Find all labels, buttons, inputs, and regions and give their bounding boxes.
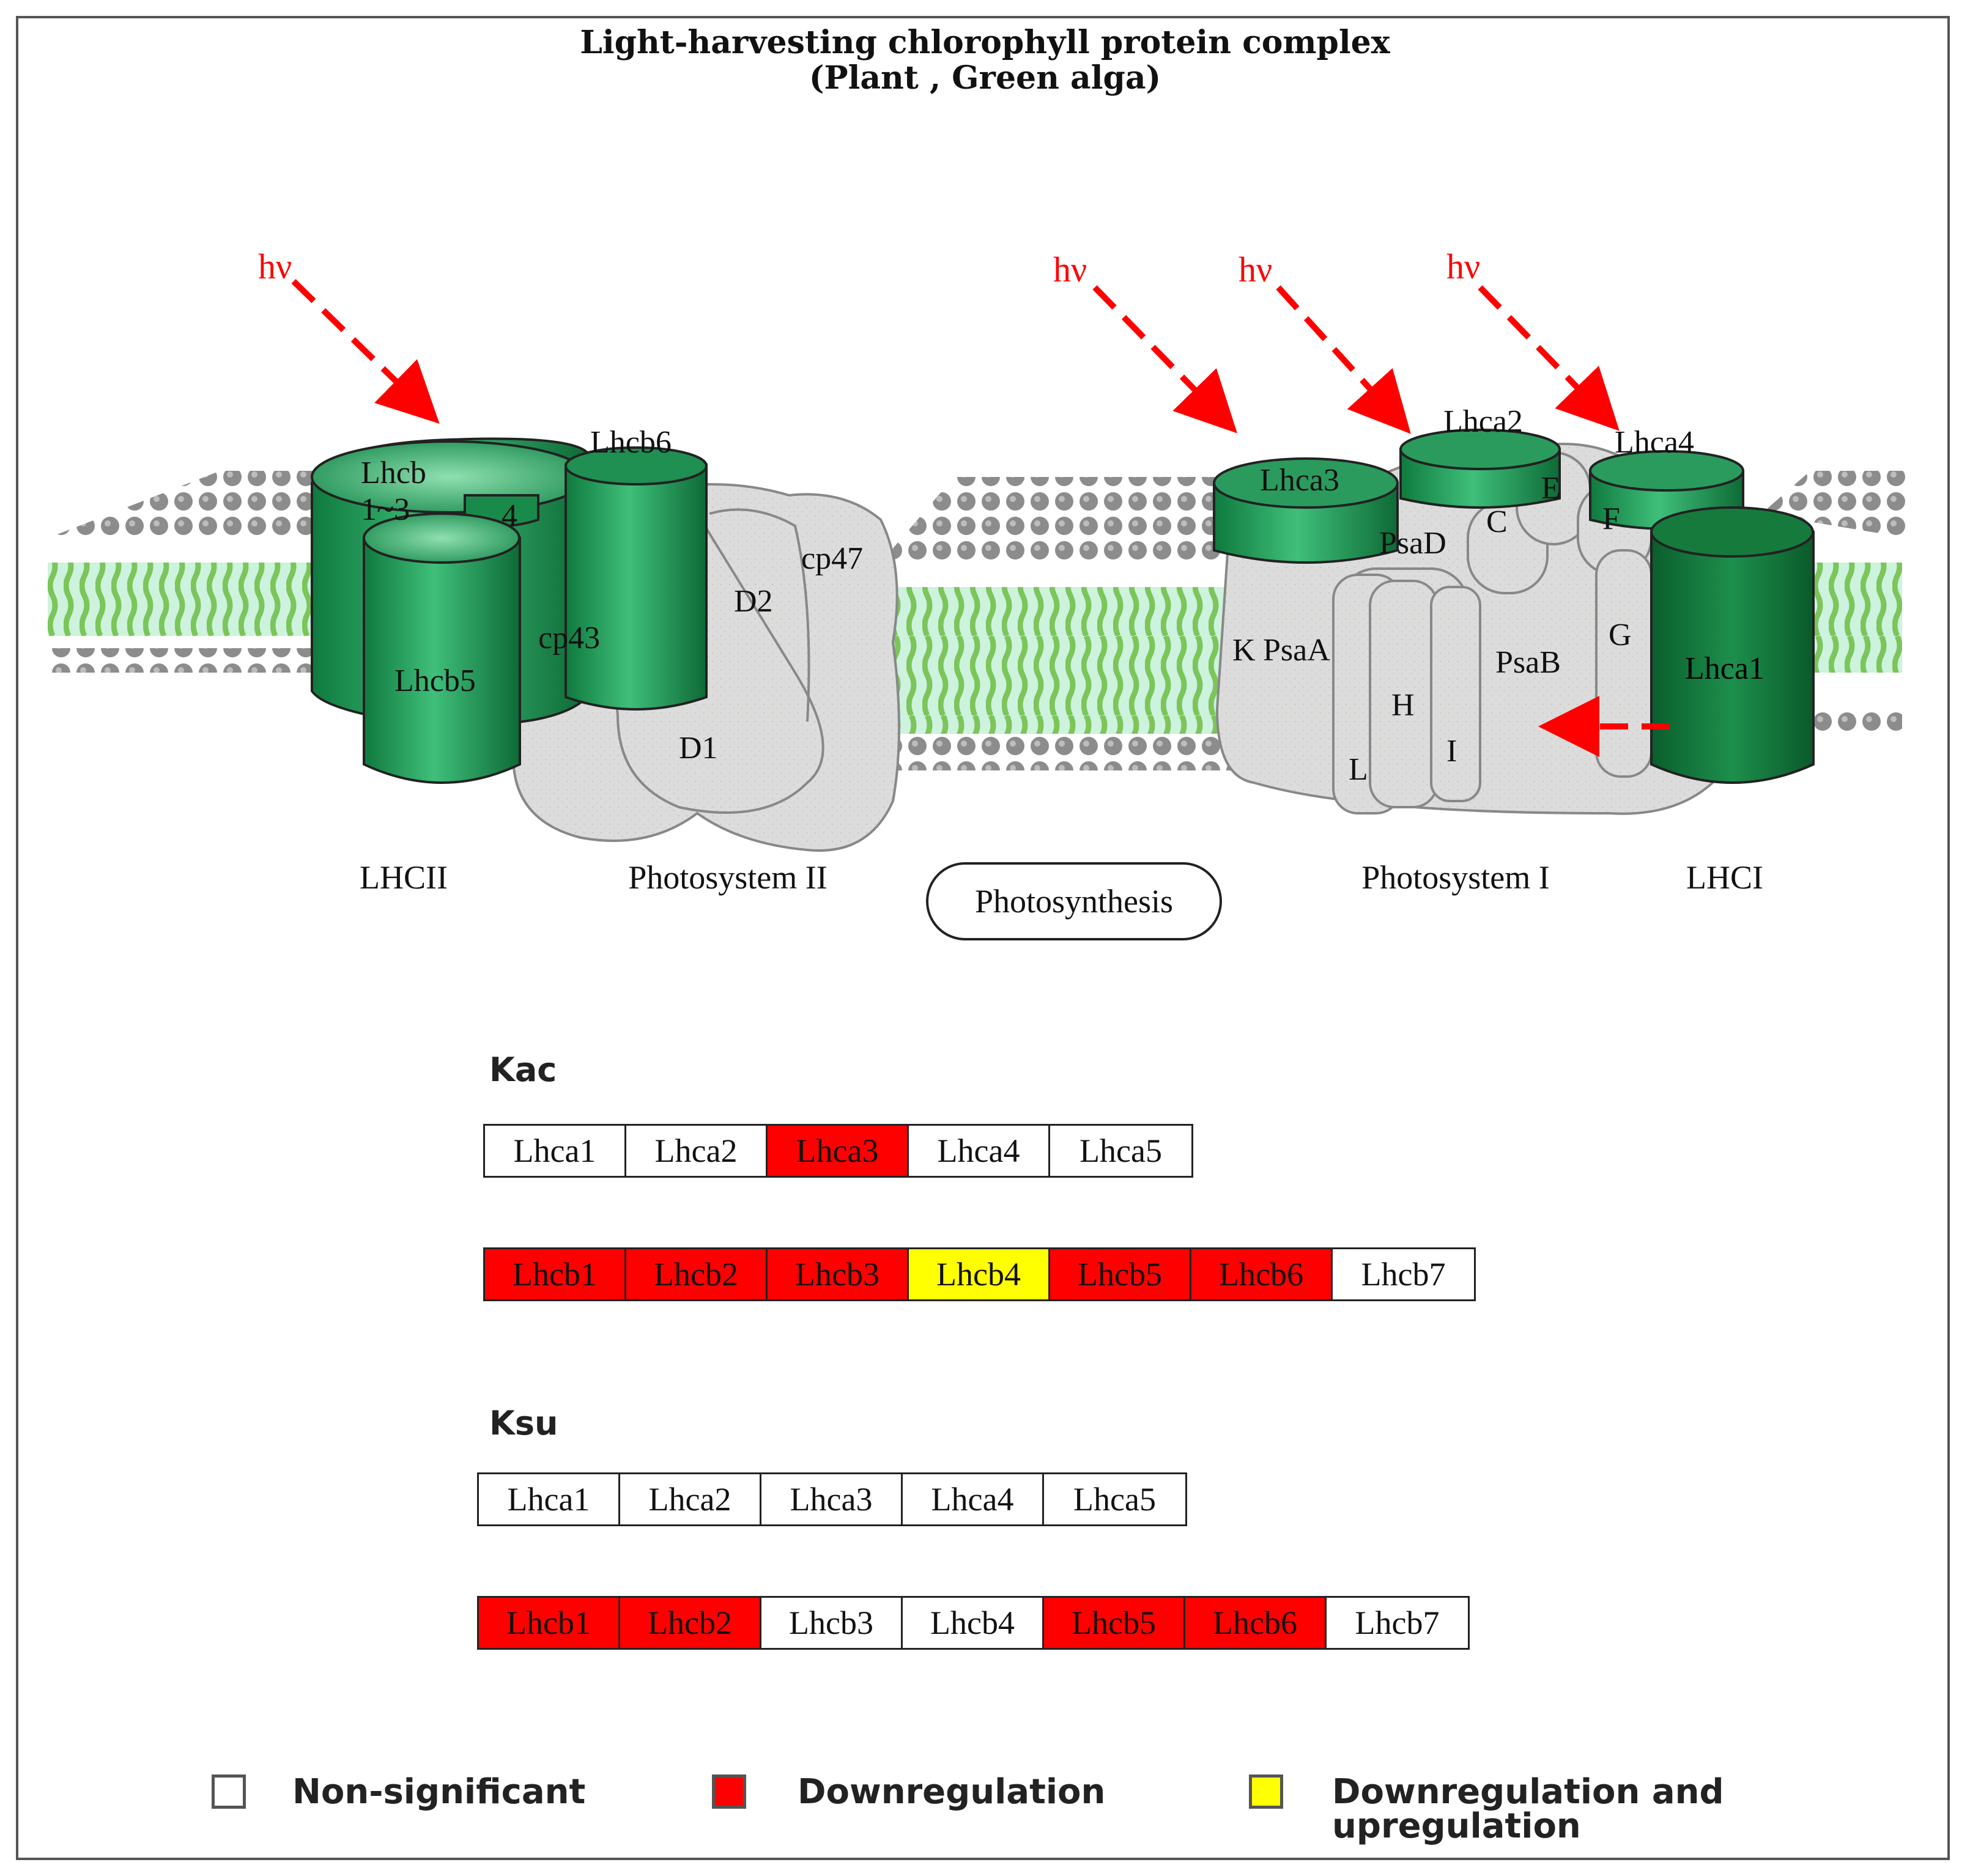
gene-cell-lhcb7[interactable]: Lhcb7 <box>1361 1256 1446 1293</box>
lhcb5-label: Lhcb5 <box>394 663 476 698</box>
cp47-label: cp47 <box>801 541 863 576</box>
subunit-f-label: F <box>1602 501 1620 536</box>
gene-cell-lhcb6[interactable]: Lhcb6 <box>1191 1249 1333 1299</box>
d1-label: D1 <box>679 731 718 766</box>
subunit-l-label: L <box>1349 752 1368 787</box>
gene-cell-lhcb4[interactable]: Lhcb4 <box>903 1598 1044 1648</box>
gene-cell-lhca3[interactable]: Lhca3 <box>768 1126 909 1176</box>
hv-label: hν <box>1239 249 1272 289</box>
gene-cell-lhcb3[interactable]: Lhcb3 <box>761 1598 903 1648</box>
psad-label: PsaD <box>1379 526 1446 561</box>
lhci-label: LHCI <box>1686 859 1763 896</box>
photosystem-i-label: Photosystem I <box>1361 859 1550 896</box>
gene-cell-lhcb6[interactable]: Lhcb6 <box>1185 1598 1327 1648</box>
light-arrows <box>291 279 1670 757</box>
gene-cell-lhca4[interactable]: Lhca4 <box>909 1126 1050 1176</box>
psab-label: PsaB <box>1495 645 1561 680</box>
hv-label: hν <box>1446 246 1480 286</box>
group-label-kac: Kac <box>489 1051 557 1089</box>
lhcb-1-3-sub-label: 1~3 <box>361 492 410 527</box>
subunit-e-label: E <box>1541 471 1561 506</box>
lhcb-1-3-label: Lhcb <box>361 456 426 490</box>
legend-label-non-significant: Non-significant <box>292 1772 586 1812</box>
subunit-c-label: C <box>1486 504 1508 539</box>
legend-label-downregulation: Downregulation <box>798 1772 1106 1812</box>
lhca3-label: Lhca3 <box>1260 463 1339 498</box>
photosynthesis-pathway-link[interactable]: Photosynthesis <box>926 862 1222 940</box>
cp43-label: cp43 <box>538 621 600 655</box>
gene-cell-lhca3[interactable]: Lhca3 <box>761 1474 903 1524</box>
gene-cell-lhca5[interactable]: Lhca5 <box>1073 1481 1156 1518</box>
gene-cell-lhcb7[interactable]: Lhcb7 <box>1355 1605 1440 1641</box>
lhca1-label: Lhca1 <box>1685 651 1764 686</box>
gene-cell-lhcb2[interactable]: Lhcb2 <box>620 1598 761 1648</box>
gene-cell-lhca1[interactable]: Lhca1 <box>485 1126 626 1176</box>
lhci-complex <box>1213 429 1815 784</box>
group-label-ksu: Ksu <box>489 1404 558 1442</box>
legend-label-both: Downregulation and upregulation <box>1332 1772 1724 1846</box>
gene-cell-lhca2[interactable]: Lhca2 <box>626 1126 768 1176</box>
subunit-i-label: I <box>1446 734 1457 769</box>
gene-cell-lhca5[interactable]: Lhca5 <box>1079 1132 1162 1169</box>
gene-cell-lhca4[interactable]: Lhca4 <box>903 1474 1044 1524</box>
subunit-h-label: H <box>1391 688 1415 723</box>
lhcb6-label: Lhcb6 <box>590 425 672 460</box>
lhcii-label: LHCII <box>360 859 448 896</box>
hv-label: hν <box>1053 249 1087 289</box>
photosystem-ii-label: Photosystem II <box>628 859 828 896</box>
d2-label: D2 <box>734 584 773 619</box>
lhcii-complex <box>311 437 708 784</box>
gene-cell-lhcb4[interactable]: Lhcb4 <box>909 1249 1050 1299</box>
title-line-2: (Plant , Green alga) <box>809 59 1161 97</box>
lhcb4-label: 4 <box>502 498 517 533</box>
legend-swatch-non-significant <box>212 1774 246 1809</box>
gene-cell-lhca1[interactable]: Lhca1 <box>479 1474 620 1524</box>
gene-cell-lhca2[interactable]: Lhca2 <box>620 1474 761 1524</box>
psaa-label: PsaA <box>1263 633 1330 668</box>
title-line-1: Light-harvesting chlorophyll protein com… <box>580 24 1390 61</box>
hv-label: hν <box>258 246 292 286</box>
gene-cell-lhcb1[interactable]: Lhcb1 <box>485 1249 626 1299</box>
subunit-g-label: G <box>1609 618 1632 652</box>
gene-cell-lhcb2[interactable]: Lhcb2 <box>626 1249 768 1299</box>
legend-swatch-downregulation <box>712 1774 746 1809</box>
gene-cell-lhcb1[interactable]: Lhcb1 <box>479 1598 620 1648</box>
legend-swatch-both <box>1249 1774 1283 1809</box>
lhca4-label: Lhca4 <box>1615 425 1694 460</box>
subunit-k-label: K <box>1232 633 1256 668</box>
lhca2-label: Lhca2 <box>1443 404 1523 439</box>
gene-cell-lhcb5[interactable]: Lhcb5 <box>1050 1249 1191 1299</box>
membrane-diagram: hν hν hν hν Lhcb 1~3 4 Lhcb6 Lhcb5 cp43 … <box>48 246 1908 852</box>
gene-cell-lhcb3[interactable]: Lhcb3 <box>768 1249 909 1299</box>
gene-cell-lhcb5[interactable]: Lhcb5 <box>1044 1598 1185 1648</box>
